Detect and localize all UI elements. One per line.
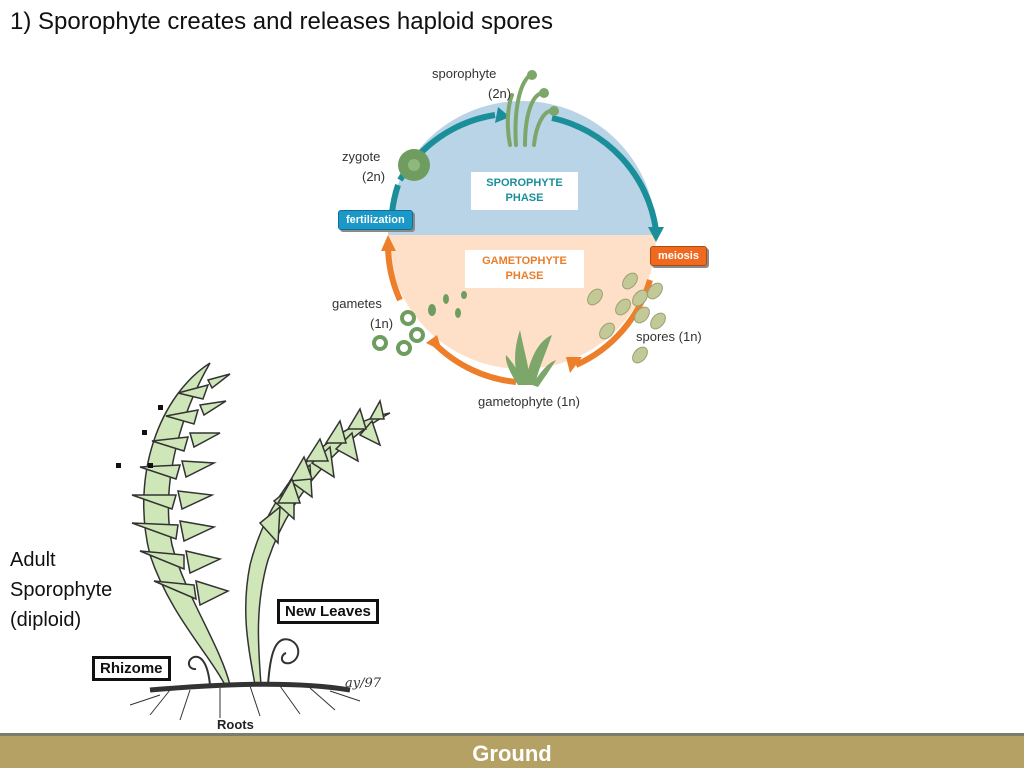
fertilization-label: fertilization bbox=[338, 210, 413, 230]
spores-icon bbox=[587, 272, 666, 364]
gametes-label: gametes bbox=[332, 296, 382, 311]
gametophyte-phase-line-1: GAMETOPHYTE bbox=[482, 255, 567, 267]
gametophyte-phase-area bbox=[388, 235, 656, 369]
life-cycle-svg bbox=[372, 70, 666, 387]
artist-signature: ay/97 bbox=[345, 676, 382, 691]
zygote-label: zygote bbox=[342, 149, 381, 164]
roots-label: Roots bbox=[217, 717, 254, 732]
gametophyte-phase-box: GAMETOPHYTE PHASE bbox=[465, 250, 584, 288]
zygote-ploidy: (2n) bbox=[362, 169, 386, 184]
sperm-icons bbox=[428, 291, 467, 318]
orange-arrowhead-3 bbox=[381, 235, 396, 251]
teal-arrowhead-2 bbox=[648, 227, 664, 242]
slide-title: 1) Sporophyte creates and releases haplo… bbox=[10, 8, 553, 35]
roots bbox=[129, 685, 361, 721]
orange-arrow-gametophyte-to-gametes bbox=[433, 342, 517, 385]
sporophyte-plant-icon bbox=[505, 70, 559, 147]
gametophyte-phase-line-2: PHASE bbox=[505, 270, 544, 282]
sterile-frond bbox=[244, 398, 391, 686]
fertile-frond bbox=[131, 362, 231, 686]
meiosis-label: meiosis bbox=[650, 246, 707, 266]
spore-sori-markers bbox=[116, 405, 163, 468]
ground-label: Ground bbox=[472, 741, 552, 766]
life-cycle-diagram: sporophyte (2n) zygote (2n) gametes (1n)… bbox=[320, 55, 720, 415]
teal-arrowhead-1 bbox=[495, 107, 510, 123]
fiddlehead-icons bbox=[188, 638, 300, 686]
sporophyte-phase-line-2: PHASE bbox=[505, 192, 544, 204]
gametes-icon bbox=[372, 310, 425, 356]
adult-label-line-3: (diploid) bbox=[10, 609, 82, 631]
orange-arrowhead-1 bbox=[566, 357, 582, 373]
adult-sporophyte-label: Adult Sporophyte (diploid) bbox=[10, 545, 112, 635]
spores-label: spores (1n) bbox=[636, 329, 702, 344]
adult-label-line-1: Adult bbox=[10, 549, 56, 571]
fern-illustration bbox=[116, 362, 391, 721]
sporophyte-phase-line-1: SPOROPHYTE bbox=[486, 177, 563, 189]
gametophyte-label: gametophyte (1n) bbox=[478, 394, 580, 409]
teal-arrow-sporophyte-to-meiosis bbox=[551, 115, 659, 231]
gametes-ploidy: (1n) bbox=[370, 316, 394, 331]
sporophyte-ploidy: (2n) bbox=[488, 86, 512, 101]
orange-arrowhead-2 bbox=[426, 335, 442, 351]
rhizome bbox=[149, 681, 351, 693]
adult-label-line-2: Sporophyte bbox=[10, 579, 113, 601]
sporophyte-phase-box: SPOROPHYTE PHASE bbox=[471, 172, 578, 210]
gametophyte-plant-icon bbox=[505, 330, 556, 387]
ground-bar: Ground bbox=[0, 733, 1024, 768]
sporophyte-label: sporophyte bbox=[432, 66, 497, 81]
new-leaves-tag: New Leaves bbox=[277, 599, 379, 624]
rhizome-tag: Rhizome bbox=[92, 656, 171, 681]
